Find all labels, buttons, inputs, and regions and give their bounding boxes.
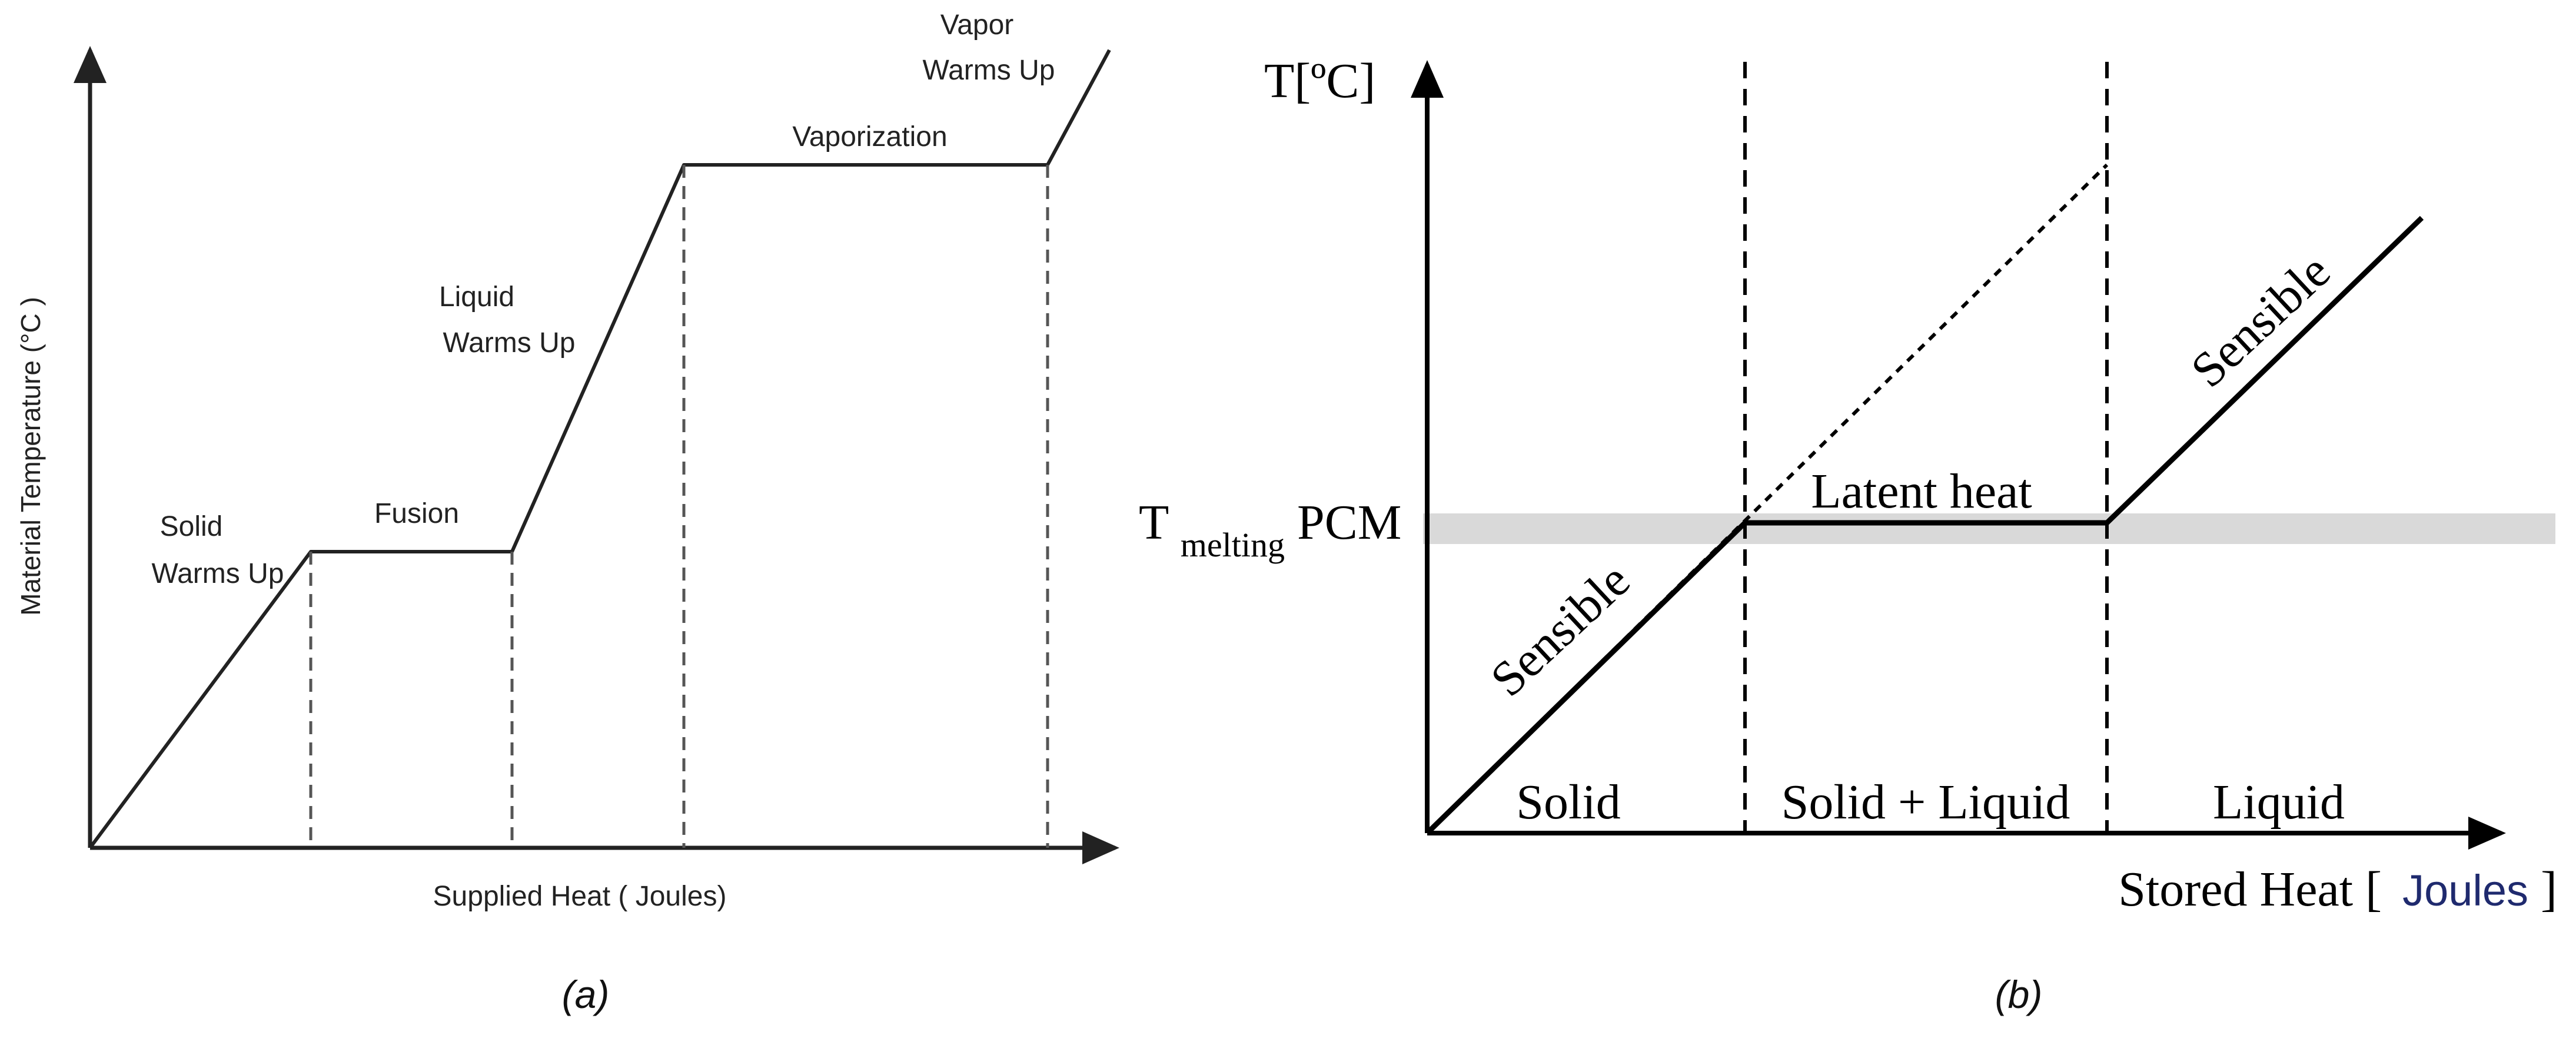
region-label-solid: Solid [1516,775,1620,830]
stage-label-fusion: Fusion [374,498,459,529]
region-label-liquid: Liquid [2213,775,2345,830]
panel-b-x-axis-label: Stored Heat [ Joules ] [2118,862,2557,917]
x-axis-label-suffix: ] [2541,862,2557,917]
melting-label-pcm: PCM [1297,495,1401,550]
melting-label-t: T [1139,495,1168,550]
panel-a-x-axis-label: Supplied Heat ( Joules) [433,881,727,912]
stage-label-liquid-warms-up-line1: Liquid [439,281,514,313]
panel-a-heating-curve: Material Temperature (°C ) Supplied Heat… [15,9,1119,1016]
panel-a-stage-labels: Solid Warms Up Fusion Liquid Warms Up Va… [152,9,1055,589]
panel-b-region-labels: Solid Solid + Liquid Liquid [1516,775,2345,830]
panel-b-y-axis-label: T[ºC] [1264,54,1375,108]
stage-label-vapor-warms-up-line1: Vapor [940,9,1014,41]
panel-a-heating-curve-line [88,49,1111,849]
pcm-storage-curve [1425,215,2424,835]
panel-b-caption: (b) [1995,973,2043,1016]
panel-a-caption: (a) [562,973,610,1016]
region-label-solid-liquid: Solid + Liquid [1781,775,2070,830]
latent-heat-label: Latent heat [1811,464,2032,519]
stage-label-solid-warms-up-line2: Warms Up [152,558,284,589]
x-axis-label-prefix: Stored Heat [ [2118,862,2382,917]
stage-label-vapor-warms-up-line2: Warms Up [923,55,1055,86]
x-axis-label-unit: Joules [2402,866,2528,915]
stage-label-solid-warms-up-line1: Solid [160,511,223,542]
sensible-label-left: Sensible [1480,553,1640,707]
panel-b-pcm-storage: T[ºC] T melting PCM Sensible Latent heat… [1139,54,2557,1016]
melting-temperature-label: T melting PCM [1139,495,1401,568]
melting-label-subscript: melting [1181,526,1285,564]
stage-label-vaporization: Vaporization [792,121,947,152]
panel-a-y-axis-label: Material Temperature (°C ) [15,297,46,616]
melting-temperature-band [1423,513,2555,544]
stage-label-liquid-warms-up-line2: Warms Up [443,327,576,359]
panel-a-phase-boundaries [309,165,1049,848]
panel-b-region-separators [1743,62,2109,833]
